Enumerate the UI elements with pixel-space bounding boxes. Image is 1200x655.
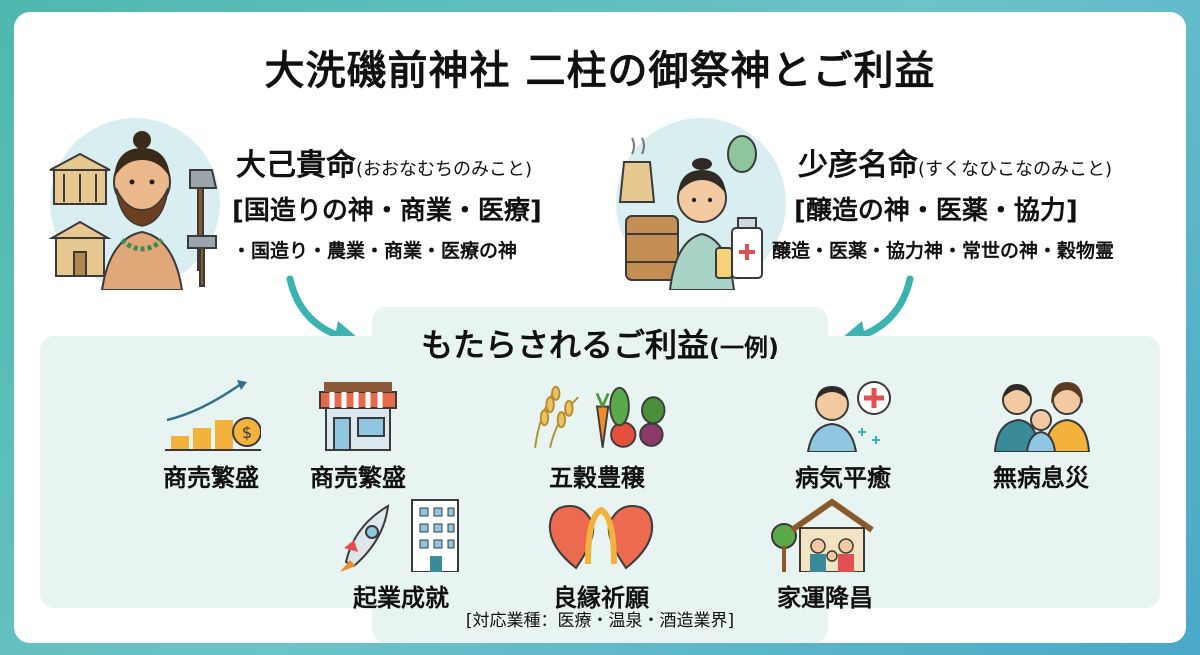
benefit-label: 家運降昌	[777, 584, 873, 612]
page-title: 大洗磯前神社 二柱の御祭神とご利益	[264, 48, 936, 94]
benefits-footnote: [対応業種：医療・温泉・酒造業界]	[465, 611, 735, 631]
benefit-item: 商売繁盛	[283, 372, 433, 493]
sukunabikona-illustration-icon	[618, 135, 763, 290]
okuninushi-description: ・国造り・農業・商業・医療の神	[232, 240, 518, 262]
patient-health-icon	[806, 381, 891, 452]
benefit-item: $ 商売繁盛	[136, 372, 286, 493]
benefit-label: 無病息災	[993, 464, 1089, 492]
family-icon	[993, 382, 1091, 452]
benefit-label: 五穀豊穣	[549, 464, 645, 492]
okuninushi-illustration-icon	[48, 131, 218, 290]
benefit-label: 商売繁盛	[310, 464, 406, 492]
benefit-label: 良縁祈願	[553, 584, 649, 612]
sukunabikona-role: [醸造の神・医薬・協力]	[794, 196, 1078, 226]
hearts-ribbon-icon	[548, 504, 654, 570]
benefit-item: 家運降昌	[750, 492, 900, 613]
benefit-label: 起業成就	[353, 584, 449, 612]
sukunabikona-description: 醸造・医薬・協力神・常世の神・穀物霊	[772, 240, 1115, 262]
benefits-title: もたらされるご利益(一例)	[421, 326, 779, 364]
sukunabikona-name: 少彦名命(すくなひこなのみこと)	[798, 148, 1113, 183]
rocket-building-icon	[340, 499, 459, 572]
benefit-item: 五穀豊穣	[522, 372, 672, 493]
benefit-item: 起業成就	[326, 492, 476, 613]
okuninushi-name: 大己貴命(おおなむちのみこと)	[236, 148, 533, 183]
family-house-icon	[771, 498, 874, 572]
growth-chart-icon: $	[165, 380, 261, 451]
svg-text:$: $	[242, 423, 252, 442]
storefront-icon	[319, 382, 397, 451]
benefits-panel	[40, 336, 1160, 608]
okuninushi-role: [国造りの神・商業・医療]	[232, 196, 542, 226]
benefit-item: 良縁祈願	[526, 492, 676, 613]
benefit-item: 無病息災	[966, 372, 1116, 493]
benefit-item: 病気平癒	[768, 372, 918, 493]
harvest-icon	[534, 385, 666, 448]
benefit-label: 病気平癒	[795, 464, 891, 492]
benefit-label: 商売繁盛	[163, 464, 259, 492]
